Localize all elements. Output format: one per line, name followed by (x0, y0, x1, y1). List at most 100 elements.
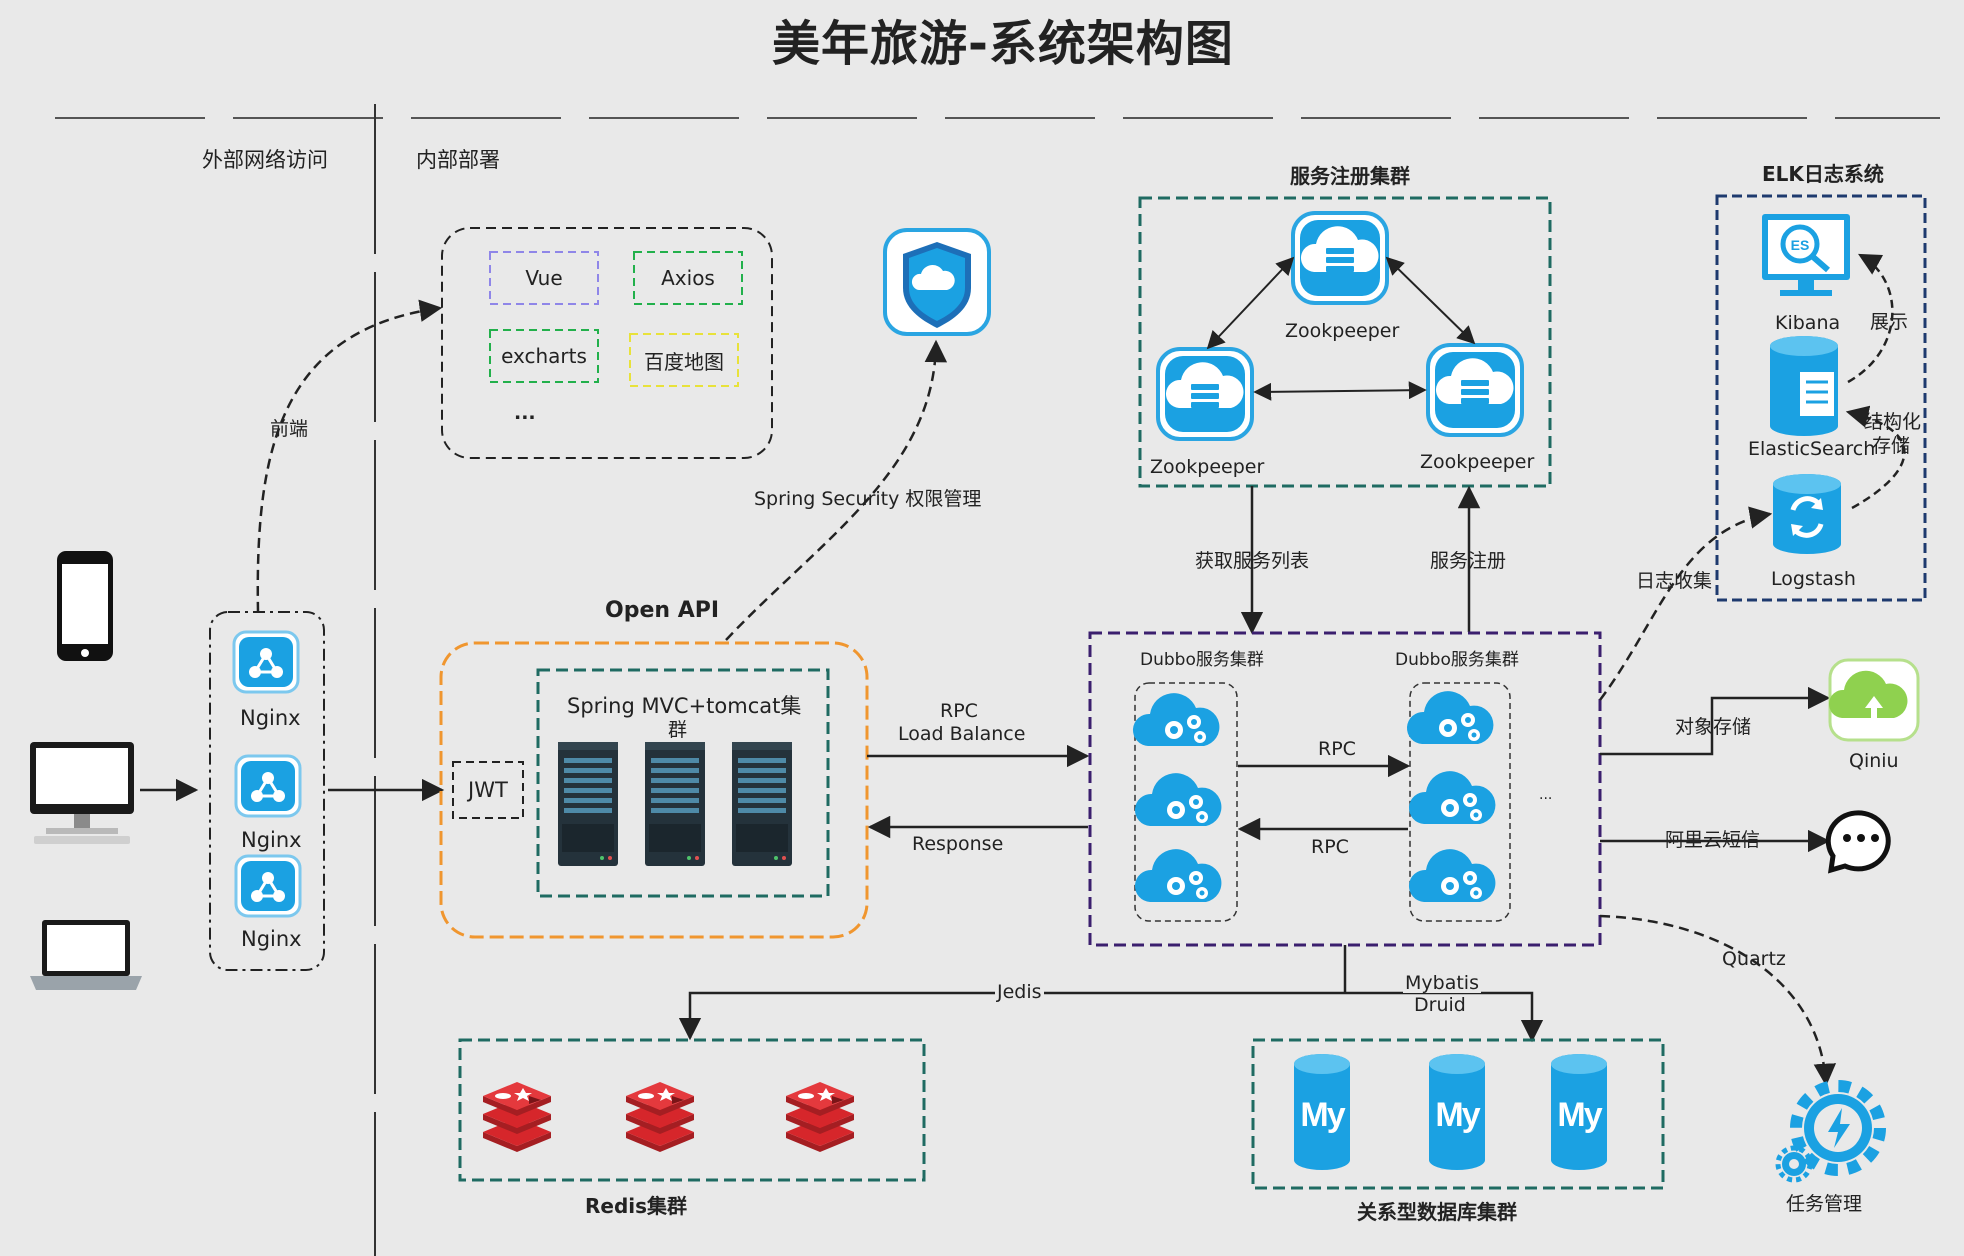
security-label: Spring Security 权限管理 (754, 488, 982, 510)
redis-cluster-box (458, 1038, 926, 1182)
kibana-icon: ES (1762, 214, 1850, 296)
nginx-label: Nginx (241, 828, 302, 852)
nginx-icon (232, 630, 300, 694)
get-service-list-label: 获取服务列表 (1195, 550, 1310, 572)
nginx-label: Nginx (241, 927, 302, 951)
axios-box (633, 251, 743, 305)
elk-title: ELK日志系统 (1762, 162, 1884, 186)
quartz-arrow (1599, 914, 1837, 1087)
quartz-label: Quartz (1722, 948, 1786, 970)
zookeeper-label: Zookpeeper (1420, 451, 1535, 473)
zk-link (1206, 256, 1295, 350)
registry-title: 服务注册集群 (1290, 164, 1410, 188)
jedis-label: Jedis (995, 981, 1044, 1003)
nginx-label: Nginx (240, 706, 301, 730)
nginx-icon (234, 754, 302, 818)
excharts-box (489, 329, 599, 383)
api-to-security-arrow (725, 339, 948, 641)
dubbo-container (1088, 631, 1602, 947)
elasticsearch-icon (1770, 336, 1838, 436)
dubbo-rpc-back-label: RPC (1311, 836, 1349, 858)
mysql-icon (1429, 1054, 1485, 1170)
dubbo-cluster-a-label: Dubbo服务集群 (1140, 650, 1264, 670)
show-arrow (1847, 253, 1894, 384)
log-collect-label: 日志收集 (1636, 570, 1713, 592)
service-cloud-icon (1408, 771, 1496, 824)
frontend-more-label: ... (514, 402, 536, 424)
druid-label: Druid (1414, 994, 1466, 1016)
show-label: 展示 (1870, 311, 1909, 333)
nginx-icon (234, 854, 302, 918)
task-label: 任务管理 (1786, 1193, 1863, 1215)
object-storage-arrow (1600, 686, 1831, 756)
elk-box (1715, 194, 1927, 602)
redis-icon (786, 1082, 854, 1152)
server-icon (645, 742, 705, 866)
mybatis-label: Mybatis (1403, 972, 1481, 994)
zk-link (1385, 256, 1476, 345)
redis-icon (483, 1082, 551, 1152)
log-collect-arrow (1598, 506, 1773, 701)
redis-cluster-title: Redis集群 (585, 1194, 688, 1218)
shield-icon (883, 228, 991, 336)
task-gear-icon (1775, 1080, 1886, 1183)
nginx-to-frontend-arrow (256, 299, 443, 613)
sms-label: 阿里云短信 (1665, 829, 1761, 851)
zone-internal-label: 内部部署 (416, 148, 500, 172)
open-api-box (439, 641, 869, 939)
service-cloud-icon (1408, 849, 1496, 902)
axios-label: Axios (661, 266, 715, 290)
open-api-title: Open API (605, 598, 720, 623)
dubbo-rpc-label: RPC (1318, 738, 1356, 760)
logstash-label: Logstash (1771, 568, 1856, 590)
phone-icon (57, 551, 113, 661)
rpc-label: RPC (940, 700, 978, 722)
chat-bubble-icon (1825, 810, 1891, 874)
desktop-icon (30, 742, 134, 844)
dubbo-more-label: ... (1539, 787, 1553, 803)
qiniu-label: Qiniu (1849, 750, 1899, 772)
service-cloud-icon (1134, 773, 1222, 826)
nginx-group (209, 611, 325, 971)
registry-box (1138, 196, 1552, 488)
server-icon (558, 742, 618, 866)
service-cloud-icon (1132, 693, 1220, 746)
mysql-cluster-title: 关系型数据库集群 (1357, 1200, 1517, 1224)
dubbo-cluster-a (1134, 682, 1238, 922)
object-storage-label: 对象存储 (1675, 716, 1752, 738)
server-icon (732, 742, 792, 866)
redis-icon (626, 1082, 694, 1152)
zookeeper-icon (1158, 349, 1252, 439)
frontend-box (441, 227, 773, 459)
logstash-icon (1773, 474, 1841, 554)
service-cloud-icon (1406, 691, 1494, 744)
dubbo-cluster-b-label: Dubbo服务集群 (1395, 650, 1519, 670)
laptop-icon (30, 920, 142, 990)
vue-box (489, 251, 599, 305)
jedis-arrow (678, 991, 1345, 1041)
kibana-label: Kibana (1775, 312, 1841, 334)
excharts-label: excharts (501, 344, 587, 368)
baidu-map-label: 百度地图 (644, 349, 724, 374)
frontend-edge-label: 前端 (270, 418, 309, 440)
zookeeper-label: Zookpeeper (1285, 320, 1400, 342)
tomcat-cluster-label: Spring MVC+tomcat集 (567, 694, 802, 718)
jwt-label: JWT (468, 778, 508, 802)
qiniu-icon (1828, 658, 1920, 742)
elasticsearch-label: ElasticSearch (1748, 438, 1876, 460)
store-label: 结构化 (1864, 411, 1922, 433)
zookeeper-icon (1428, 345, 1522, 435)
zookeeper-icon (1293, 213, 1387, 303)
dubbo-cluster-b (1409, 682, 1511, 922)
mybatis-arrow (1345, 991, 1544, 1043)
zk-link (1253, 381, 1427, 401)
zone-external-label: 外部网络访问 (202, 148, 328, 172)
zookeeper-label: Zookpeeper (1150, 456, 1265, 478)
load-balance-label: Load Balance (898, 723, 1026, 745)
tomcat-cluster-label-cont: 群 (668, 719, 688, 741)
mysql-icon (1294, 1054, 1350, 1170)
mysql-cluster-box (1251, 1038, 1665, 1190)
service-cloud-icon (1134, 849, 1222, 902)
service-register-label: 服务注册 (1430, 550, 1507, 572)
